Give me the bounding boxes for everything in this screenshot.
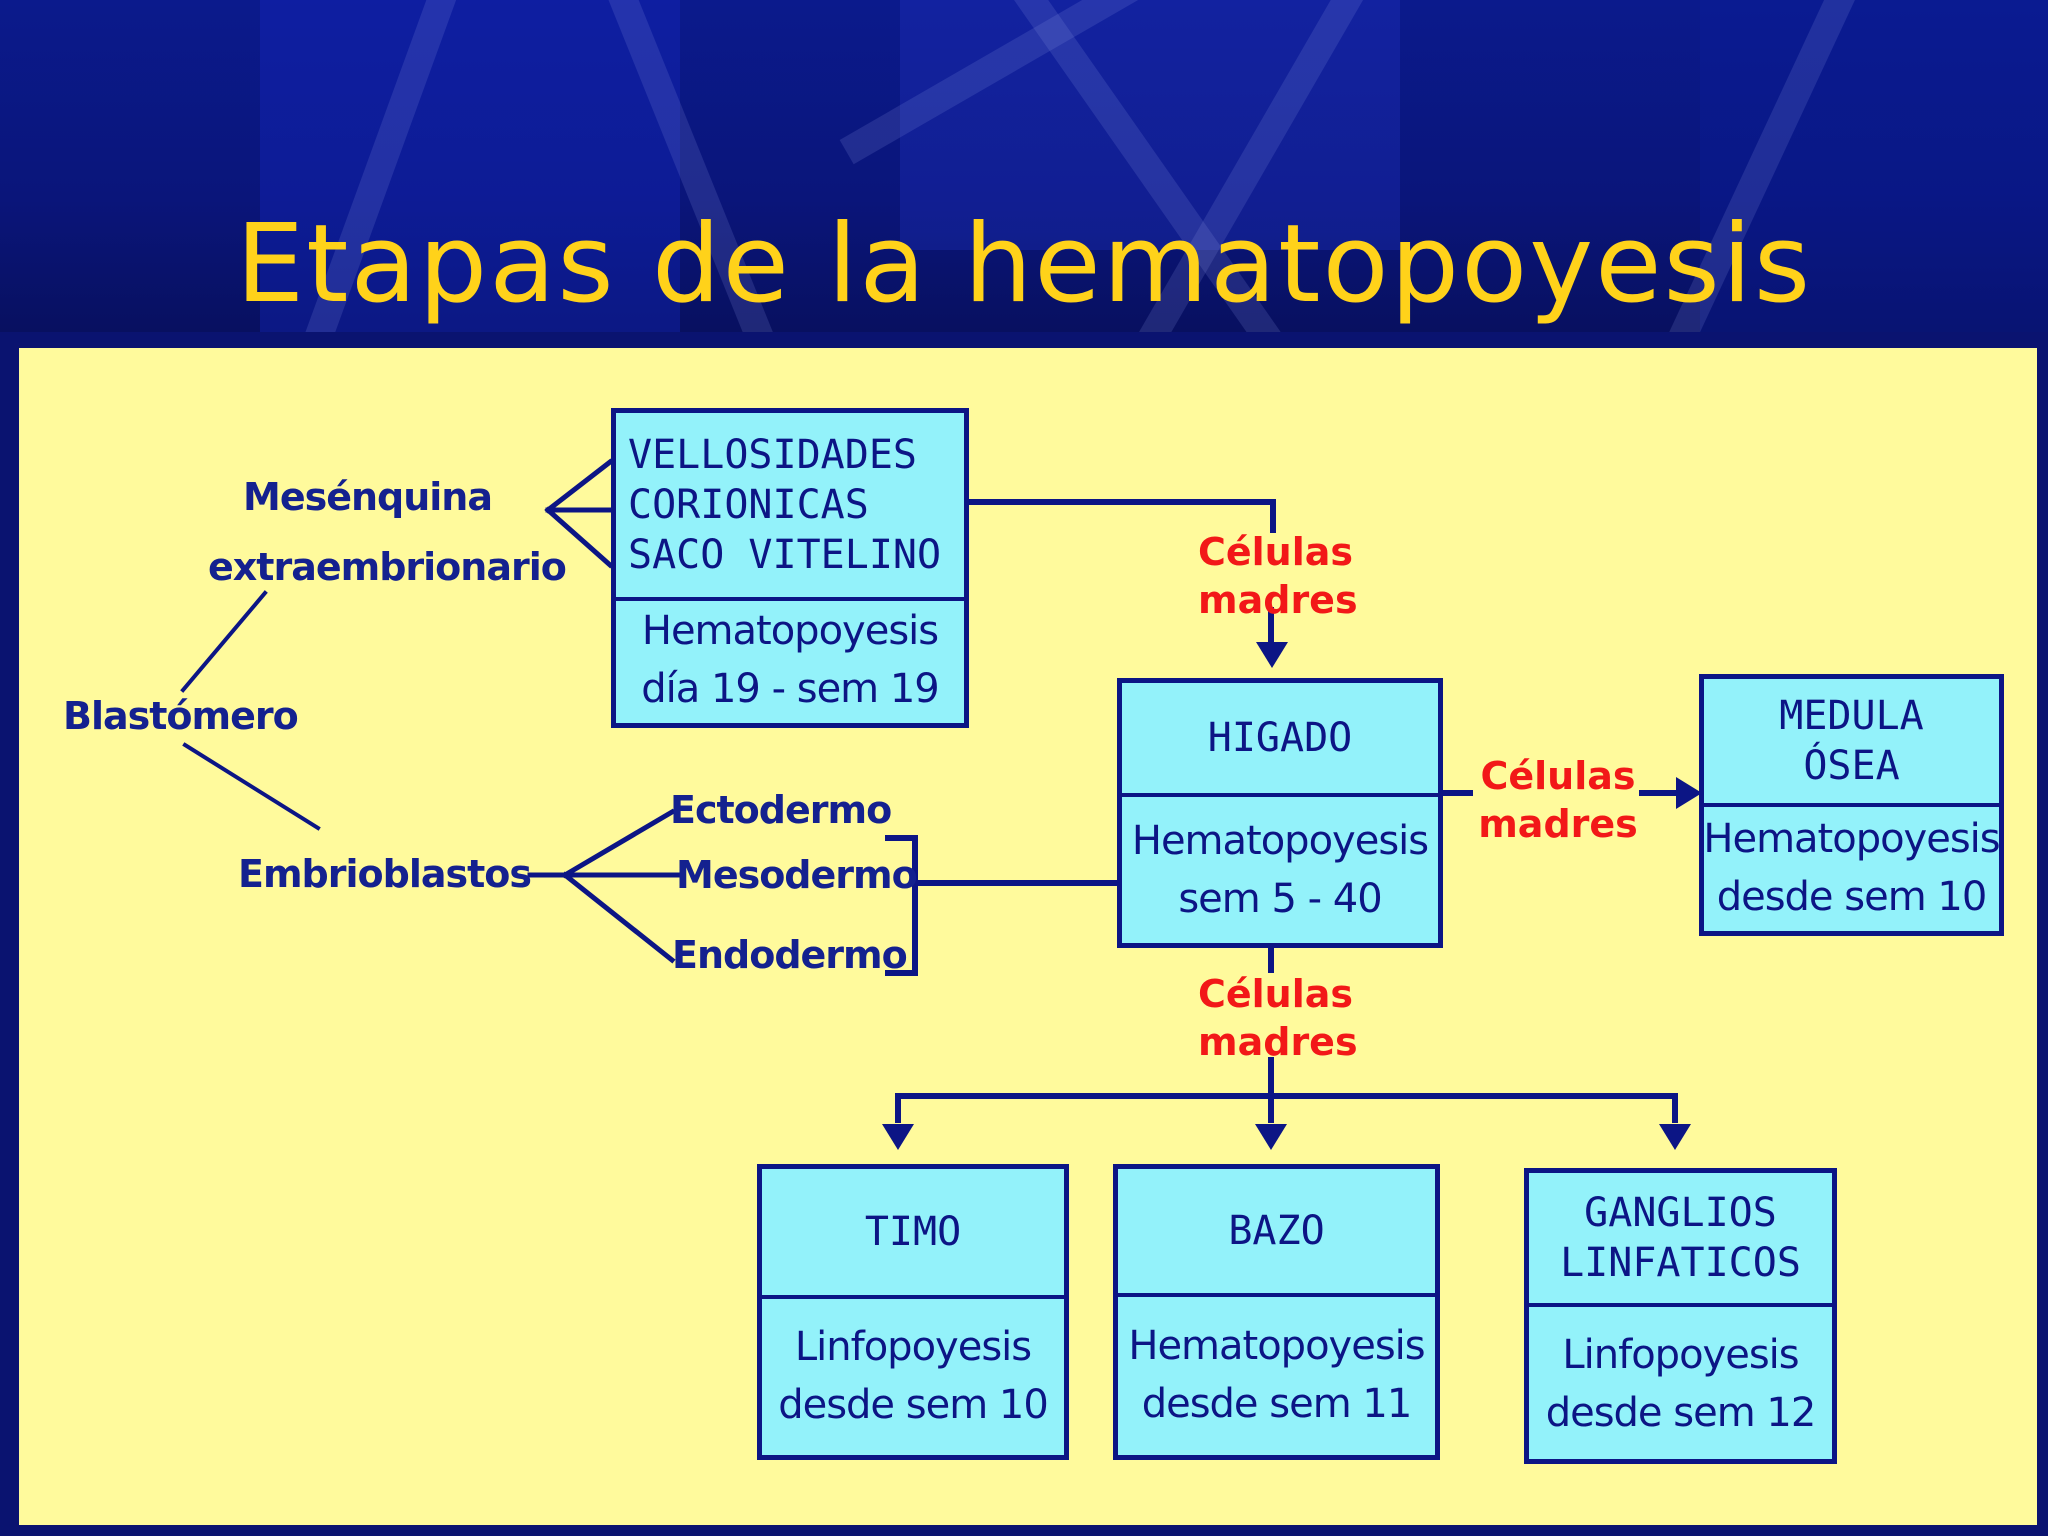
connector-line [965, 499, 1276, 533]
label-ectodermo: Ectodermo [670, 788, 892, 832]
box-ganglios-linfaticos: GANGLIOS LINFATICOS Linfopoyesis desde s… [1524, 1168, 1837, 1464]
box-detail: Linfopoyesis desde sem 12 [1545, 1332, 1817, 1436]
label-blastomero: Blastómero [63, 694, 299, 738]
bracket-line [885, 835, 918, 976]
arrowhead [882, 1124, 914, 1150]
label-extraembrionario: extraembrionario [208, 545, 567, 589]
fork-line [561, 808, 676, 879]
celulas-madres-label: Células madres [1198, 530, 1358, 622]
box-detail: Hematopoyesis sem 5 - 40 [1131, 818, 1429, 922]
fork-line [561, 871, 676, 964]
box-vellosidades-corionicas: VELLOSIDADES CORIONICAS SACO VITELINO He… [611, 408, 969, 728]
arrowhead [1659, 1124, 1691, 1150]
fork-line [544, 506, 614, 569]
box-detail: Hematopoyesis desde sem 10 [1703, 816, 2000, 920]
slide-header: Etapas de la hematopoyesis [0, 0, 2048, 332]
box-title: HIGADO [1122, 683, 1438, 797]
celulas-madres-label: Células madres [1478, 754, 1638, 846]
box-title: GANGLIOS LINFATICOS [1529, 1173, 1832, 1307]
box-detail: Hematopoyesis desde sem 11 [1128, 1323, 1425, 1427]
box-title: BAZO [1118, 1169, 1435, 1297]
connector-line [895, 1093, 1678, 1123]
label-endodermo: Endodermo [672, 933, 908, 977]
box-title: TIMO [762, 1169, 1064, 1299]
box-bazo: BAZO Hematopoyesis desde sem 11 [1113, 1164, 1440, 1460]
branch-line-lower [182, 742, 321, 831]
slide-title: Etapas de la hematopoyesis [235, 202, 1813, 327]
box-medula-osea: MEDULA ÓSEA Hematopoyesis desde sem 10 [1699, 674, 2004, 936]
arrowhead [1255, 1124, 1287, 1150]
box-title: VELLOSIDADES CORIONICAS SACO VITELINO [616, 413, 964, 601]
arrowhead [1676, 777, 1702, 809]
label-mesodermo: Mesodermo [676, 853, 918, 897]
box-timo: TIMO Linfopoyesis desde sem 10 [757, 1164, 1069, 1460]
box-higado: HIGADO Hematopoyesis sem 5 - 40 [1117, 678, 1443, 948]
label-mesenquina: Mesénquina [243, 475, 493, 519]
box-title: MEDULA ÓSEA [1704, 679, 1999, 807]
arrowhead [1256, 642, 1288, 668]
fork-line [544, 458, 614, 514]
box-detail: Hematopoyesis día 19 - sem 19 [641, 608, 940, 712]
branch-line-upper [180, 590, 268, 693]
label-embrioblastos: Embrioblastos [238, 852, 532, 896]
box-detail: Linfopoyesis desde sem 10 [778, 1324, 1049, 1428]
celulas-madres-label: Células madres [1198, 972, 1358, 1064]
